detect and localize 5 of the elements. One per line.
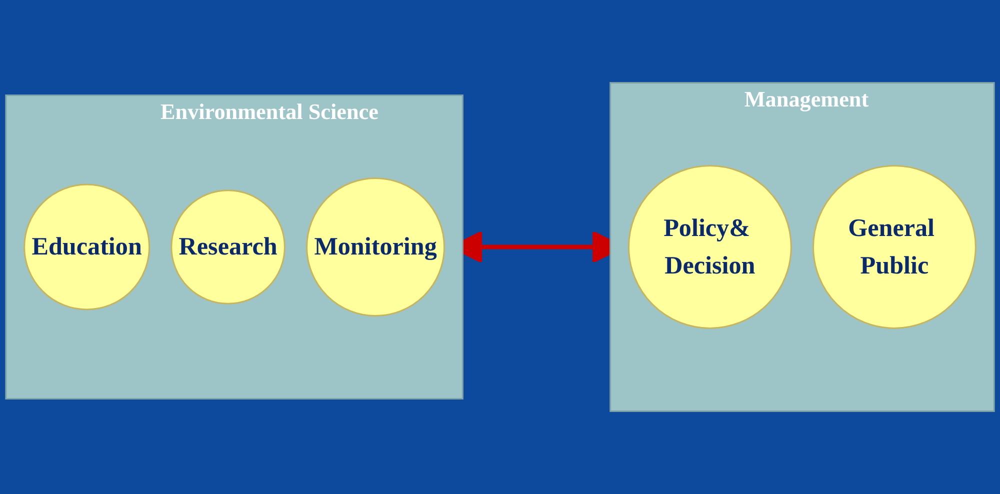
node-circle: Research bbox=[170, 190, 286, 304]
node-circle: Monitoring bbox=[306, 178, 445, 316]
node-circle: General Public bbox=[812, 165, 976, 329]
node-circle: Policy& Decision bbox=[628, 165, 792, 329]
node-circle: Education bbox=[24, 184, 150, 310]
